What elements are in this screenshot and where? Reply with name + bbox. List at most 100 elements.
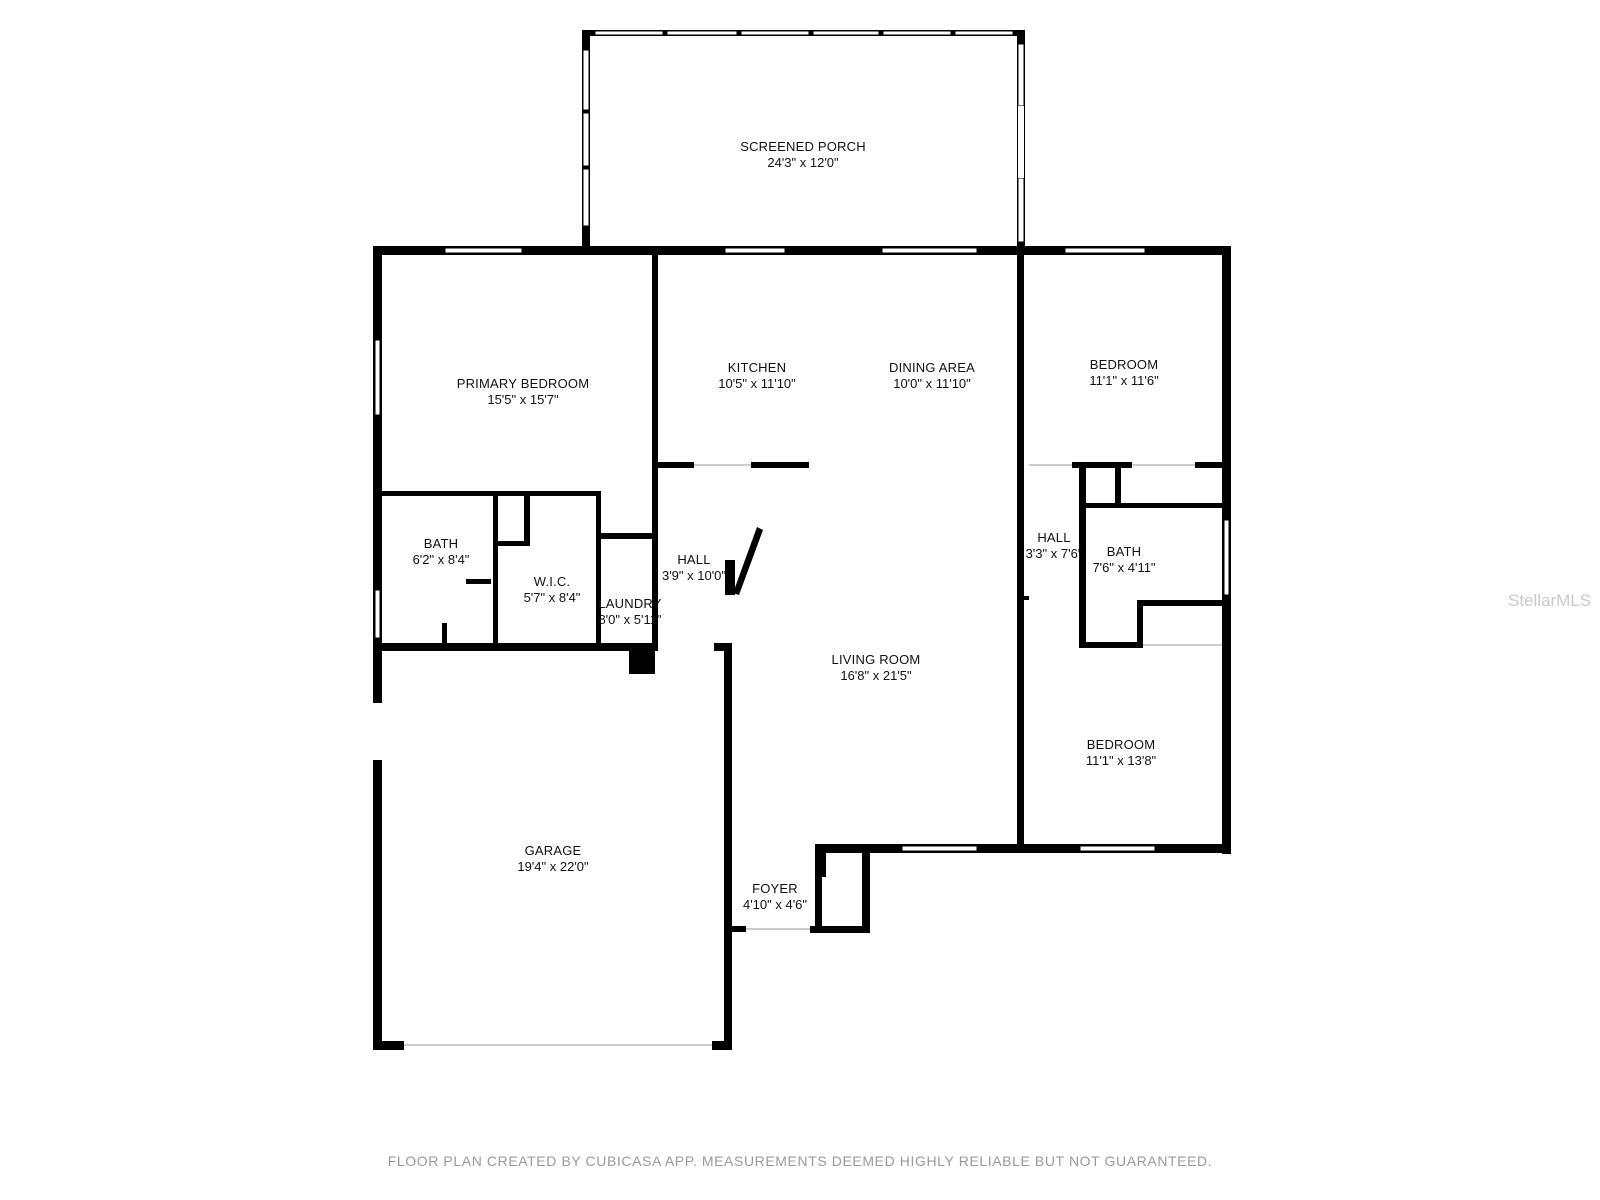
- window-porch-top-1: [594, 30, 664, 36]
- room-name: HALL: [677, 552, 711, 567]
- wall-wic-jog: [524, 491, 530, 546]
- window-porch-top-6: [954, 30, 1014, 36]
- window-porch-right-1: [1017, 43, 1025, 107]
- room-dimensions: 7'6" x 4'11": [1092, 560, 1156, 575]
- wall-bath-east-left: [1079, 468, 1086, 648]
- wall-foyer-bottom-2: [810, 926, 870, 933]
- window-porch-right-2: [1017, 177, 1025, 243]
- wall-bath-east-left-top: [1079, 503, 1121, 508]
- room-bedroom-se: BEDROOM 11'1" x 13'8": [1086, 737, 1156, 769]
- wall-kitchen-bottom: [658, 462, 694, 468]
- room-bath-east: BATH 7'6" x 4'11": [1092, 544, 1155, 576]
- wall-garage-left-mid: [373, 651, 382, 703]
- room-dimensions: 15'5" x 15'7": [487, 392, 559, 407]
- opening-garage-side: [374, 703, 381, 760]
- wall-laundry-top: [600, 533, 658, 539]
- room-name: DINING AREA: [889, 360, 975, 375]
- room-dimensions: 4'10" x 4'6": [742, 897, 808, 912]
- chimney-block: [629, 651, 655, 674]
- room-name: HALL: [1037, 530, 1071, 545]
- wall-bath-stub-2: [442, 623, 447, 644]
- room-dimensions: 19'4" x 22'0": [517, 859, 589, 874]
- wall-garage-top-2: [714, 643, 732, 651]
- window-bedroom-se-bottom-2: [1079, 845, 1156, 852]
- room-name: W.I.C.: [533, 574, 571, 589]
- room-laundry: LAUNDRY 8'0" x 5'11": [598, 596, 661, 628]
- wall-wic-right: [596, 491, 601, 644]
- wall-closet-ne-2: [1115, 503, 1222, 508]
- wall-garage-left-low: [373, 760, 382, 1050]
- wall-garage-bottom-r: [712, 1041, 732, 1050]
- room-dimensions: 3'9" x 10'0": [661, 568, 727, 583]
- window-bedroom-se-bottom-1: [901, 845, 978, 852]
- room-garage: GARAGE 19'4" x 22'0": [517, 843, 588, 875]
- room-bath-primary: BATH 6'2" x 8'4": [413, 536, 470, 568]
- room-name: PRIMARY BEDROOM: [456, 376, 590, 391]
- room-dimensions: 10'5" x 11'10": [718, 376, 796, 391]
- wall-bath-stub: [466, 579, 491, 584]
- room-name: LAUNDRY: [598, 596, 662, 611]
- wall-closet-se: [1137, 600, 1143, 648]
- wall-dining-bedroom: [1017, 255, 1024, 852]
- room-dimensions: 11'1" x 11'6": [1089, 373, 1159, 388]
- room-dimensions: 5'7" x 8'4": [523, 590, 581, 605]
- wall-bath-east-bottom: [1140, 600, 1222, 606]
- wall-bottom-right: [819, 844, 1231, 853]
- wall-garage-bottom-l: [373, 1041, 404, 1050]
- room-dimensions: 6'2" x 8'4": [412, 552, 470, 567]
- window-dining-top: [881, 247, 978, 254]
- room-screened-porch: SCREENED PORCH 24'3" x 12'0": [740, 139, 866, 171]
- wall-hall-east-bottom: [1024, 596, 1029, 600]
- room-dimensions: 11'1" x 13'8": [1085, 753, 1157, 768]
- room-primary-bedroom: PRIMARY BEDROOM 15'5" x 15'7": [457, 376, 590, 408]
- window-porch-left-2: [582, 112, 590, 167]
- window-porch-top-4: [812, 30, 880, 36]
- room-name: SCREENED PORCH: [740, 139, 866, 154]
- wall-bath-top: [382, 491, 600, 496]
- window-porch-left-1: [582, 49, 590, 111]
- wall-closet-se-2: [1079, 642, 1143, 648]
- room-dimensions: 3'3" x 7'6": [1025, 546, 1083, 561]
- room-dimensions: 16'8" x 21'5": [840, 668, 912, 683]
- room-living-room: LIVING ROOM 16'8" x 21'5": [832, 652, 921, 684]
- window-bedroom-ne-top: [1064, 247, 1146, 254]
- wall-garage-right: [724, 643, 732, 1050]
- room-bedroom-ne: BEDROOM 11'1" x 11'6": [1089, 357, 1158, 389]
- room-hall-east: HALL 3'3" x 7'6": [1026, 530, 1083, 562]
- room-kitchen: KITCHEN 10'5" x 11'10": [718, 360, 796, 392]
- window-primary-top: [444, 247, 523, 254]
- wall-wic-jog-2: [493, 541, 530, 546]
- wall-kitchen-bottom-2: [751, 462, 809, 468]
- wall-bedroom-ne-bottom-2: [1195, 462, 1222, 468]
- wall-hall-angle: [733, 527, 763, 595]
- window-porch-top-2: [666, 30, 738, 36]
- wall-primary-kitchen: [652, 255, 658, 481]
- wall-closet-right: [862, 844, 870, 933]
- disclaimer-footer: FLOOR PLAN CREATED BY CUBICASA APP. MEAS…: [387, 1153, 1213, 1169]
- room-dimensions: 10'0" x 11'10": [893, 376, 971, 391]
- wall-foyer-bottom: [732, 926, 746, 932]
- wall-bedroom-ne-bottom: [1072, 462, 1132, 468]
- door-lines: [404, 464, 1222, 1046]
- window-bath-left: [374, 589, 381, 639]
- room-name: BEDROOM: [1089, 357, 1159, 372]
- window-porch-top-5: [882, 30, 952, 36]
- room-name: BATH: [1106, 544, 1142, 559]
- room-name: BEDROOM: [1086, 737, 1156, 752]
- room-dining-area: DINING AREA 10'0" x 11'10": [889, 360, 975, 392]
- wall-garage-top: [373, 643, 658, 651]
- wall-foyer-right: [815, 844, 822, 932]
- room-name: FOYER: [752, 881, 798, 896]
- wall-laundry-right: [652, 481, 658, 644]
- room-name: GARAGE: [524, 843, 582, 858]
- room-dimensions: 8'0" x 5'11": [598, 612, 662, 627]
- window-porch-top-3: [740, 30, 810, 36]
- wall-top: [373, 246, 1231, 255]
- wall-left-upper: [373, 246, 382, 651]
- window-porch-left-3: [582, 168, 590, 227]
- wall-hall-angle-2: [725, 560, 735, 595]
- window-primary-left: [374, 339, 381, 416]
- wall-closet-inner: [822, 852, 826, 877]
- window-bath-east-right: [1223, 519, 1230, 596]
